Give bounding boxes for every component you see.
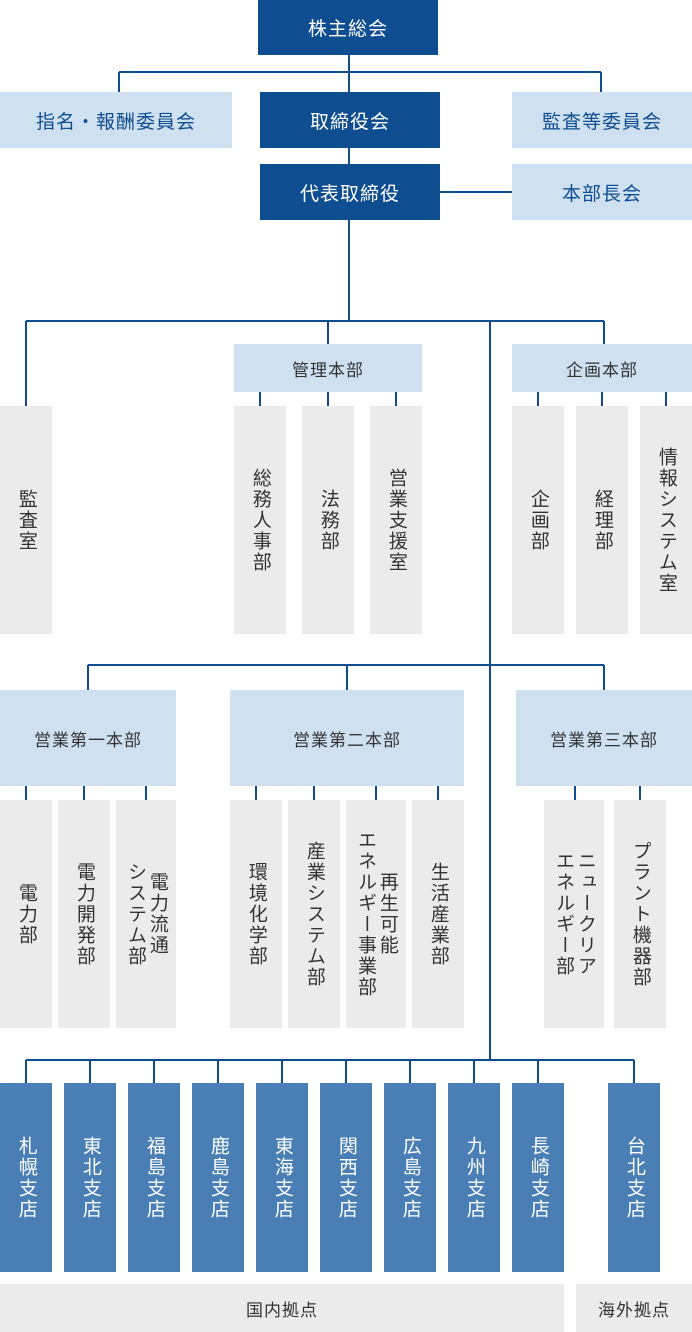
branch-label: 札幌支店 <box>15 1135 38 1220</box>
admin-dept-box: 営業支援室 <box>370 406 422 634</box>
audit-office-box: 監査室 <box>0 406 52 634</box>
sales3-dept-box: ニュークリア エネルギー部 <box>544 800 604 1028</box>
admin-dept-box: 総務人事部 <box>234 406 286 634</box>
planning-division-box: 企画本部 <box>512 344 692 392</box>
sales2-dept-label: 再生可能 エネルギー事業部 <box>355 830 399 998</box>
planning-dept-label: 経理部 <box>591 488 614 552</box>
admin-division-box: 管理本部 <box>234 344 422 392</box>
shareholders-meeting-box: 株主総会 <box>258 0 438 55</box>
sales1-dept-label: 電力部 <box>15 882 38 946</box>
branch-box: 関西支店 <box>320 1083 372 1272</box>
nomination-committee-box: 指名・報酬委員会 <box>0 92 232 148</box>
sales2-dept-label: 産業システム部 <box>303 840 326 988</box>
sales2-division-box: 営業第二本部 <box>230 690 464 786</box>
branch-label: 台北支店 <box>623 1135 646 1220</box>
sales3-division-box: 営業第三本部 <box>516 690 692 786</box>
sales2-dept-label: 生活産業部 <box>427 861 450 967</box>
admin-dept-label: 営業支援室 <box>385 467 408 573</box>
sales1-division-box: 営業第一本部 <box>0 690 176 786</box>
audit-committee-box: 監査等委員会 <box>512 92 692 148</box>
branch-box: 札幌支店 <box>0 1083 52 1272</box>
ceo-box: 代表取締役 <box>260 164 440 220</box>
sales2-dept-box: 環境化学部 <box>230 800 282 1028</box>
sales3-dept-label: プラント機器部 <box>629 840 652 988</box>
audit-office-label: 監査室 <box>15 488 38 552</box>
gm-meeting-box: 本部長会 <box>512 164 692 220</box>
branch-label: 東海支店 <box>271 1135 294 1220</box>
sales1-dept-box: 電力流通 システム部 <box>116 800 176 1028</box>
planning-dept-box: 企画部 <box>512 406 564 634</box>
branch-box: 長崎支店 <box>512 1083 564 1272</box>
branch-box: 福島支店 <box>128 1083 180 1272</box>
admin-dept-label: 法務部 <box>317 488 340 552</box>
branch-label: 九州支店 <box>463 1135 486 1220</box>
branch-label: 長崎支店 <box>527 1135 550 1220</box>
branch-box: 東北支店 <box>64 1083 116 1272</box>
sales2-dept-box: 生活産業部 <box>412 800 464 1028</box>
sales2-dept-label: 環境化学部 <box>245 861 268 967</box>
sales1-dept-box: 電力開発部 <box>58 800 110 1028</box>
branch-box: 九州支店 <box>448 1083 500 1272</box>
planning-dept-box: 経理部 <box>576 406 628 634</box>
planning-dept-label: 企画部 <box>527 488 550 552</box>
board-box: 取締役会 <box>260 92 440 148</box>
overseas-branch-box: 台北支店 <box>608 1083 660 1272</box>
branch-box: 東海支店 <box>256 1083 308 1272</box>
sales3-dept-box: プラント機器部 <box>614 800 666 1028</box>
branch-label: 鹿島支店 <box>207 1135 230 1220</box>
sales3-dept-label: ニュークリア エネルギー部 <box>553 851 597 977</box>
branch-label: 広島支店 <box>399 1135 422 1220</box>
admin-dept-box: 法務部 <box>302 406 354 634</box>
domestic-bases-label: 国内拠点 <box>0 1284 564 1332</box>
sales1-dept-label: 電力開発部 <box>73 861 96 967</box>
overseas-bases-label: 海外拠点 <box>576 1284 692 1332</box>
branch-label: 関西支店 <box>335 1135 358 1220</box>
admin-dept-label: 総務人事部 <box>249 467 272 573</box>
branch-label: 東北支店 <box>79 1135 102 1220</box>
sales1-dept-box: 電力部 <box>0 800 52 1028</box>
sales2-dept-box: 再生可能 エネルギー事業部 <box>346 800 406 1028</box>
planning-dept-label: 情報システム室 <box>655 446 678 594</box>
branch-box: 広島支店 <box>384 1083 436 1272</box>
sales1-dept-label: 電力流通 システム部 <box>125 861 169 967</box>
branch-label: 福島支店 <box>143 1135 166 1220</box>
branch-box: 鹿島支店 <box>192 1083 244 1272</box>
planning-dept-box: 情報システム室 <box>640 406 692 634</box>
sales2-dept-box: 産業システム部 <box>288 800 340 1028</box>
